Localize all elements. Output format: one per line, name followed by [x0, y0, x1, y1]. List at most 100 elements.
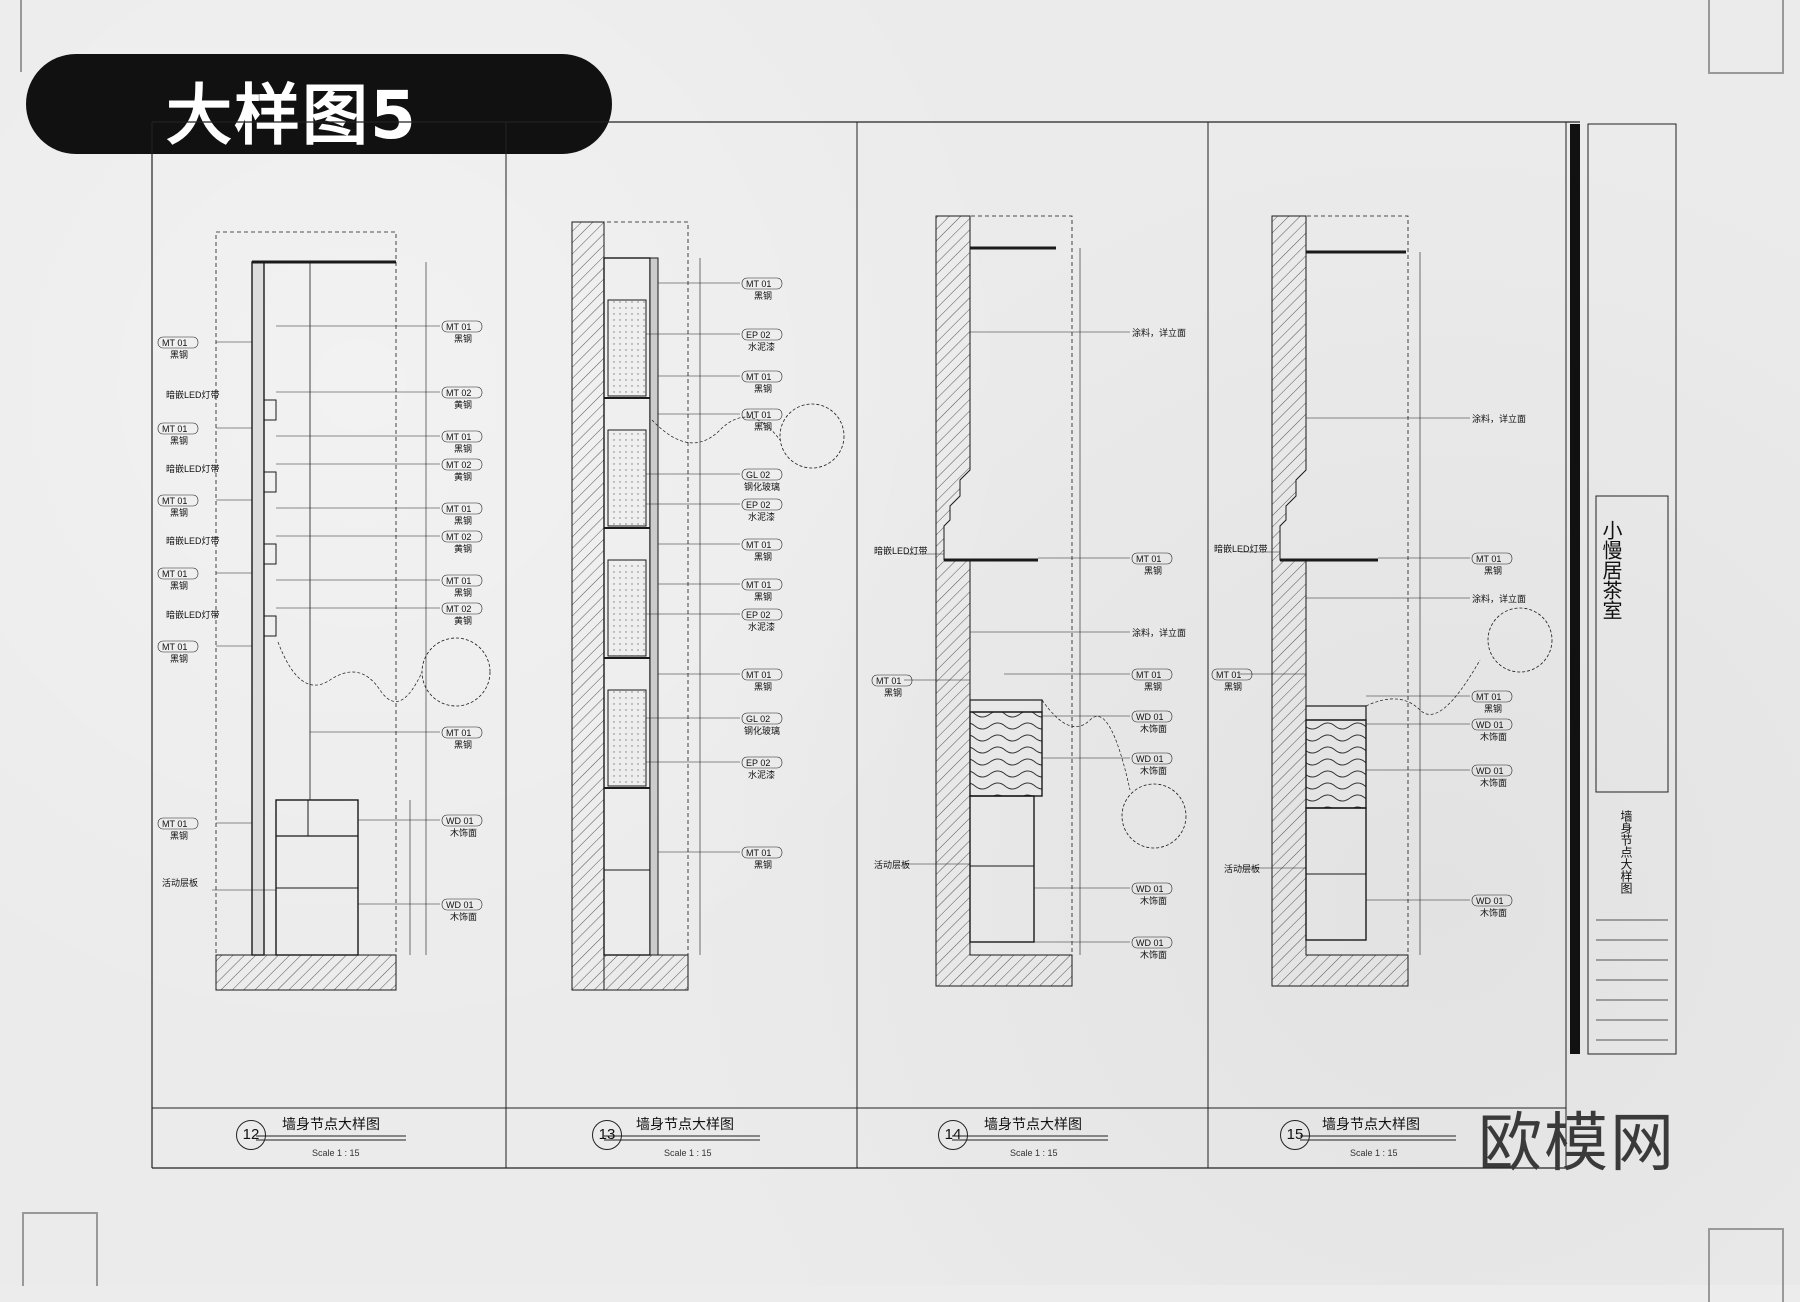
crop-mark-top-right [1708, 0, 1784, 74]
label-led-strip-1: 暗嵌LED灯带 [166, 389, 220, 400]
page-title: 大样图5 [166, 77, 418, 154]
svg-text:黑钢: 黑钢 [454, 515, 472, 526]
svg-text:黑钢: 黑钢 [170, 830, 188, 841]
svg-text:EP 02: EP 02 [746, 610, 770, 620]
label-led-strip-3: 暗嵌LED灯带 [166, 535, 220, 546]
label-led-strip-d15: 暗嵌LED灯带 [1214, 543, 1268, 554]
crop-mark-bottom-left [22, 1212, 98, 1286]
svg-text:WD 01: WD 01 [446, 900, 474, 910]
svg-text:WD 01: WD 01 [1476, 896, 1504, 906]
detail-title-15: 墙身节点大样图 [1322, 1117, 1420, 1133]
svg-text:MT 01: MT 01 [746, 410, 771, 420]
crop-mark-top-left [20, 0, 22, 72]
label-led-strip-2: 暗嵌LED灯带 [166, 463, 220, 474]
svg-text:黑钢: 黑钢 [1484, 703, 1502, 714]
svg-text:MT 02: MT 02 [446, 460, 471, 470]
svg-text:MT 01: MT 01 [162, 569, 187, 579]
svg-text:黑钢: 黑钢 [754, 591, 772, 602]
svg-text:黄钢: 黄钢 [454, 399, 472, 410]
svg-text:木饰面: 木饰面 [1140, 723, 1167, 734]
detail-14-drawing [935, 215, 1187, 987]
svg-text:MT 01: MT 01 [446, 504, 471, 514]
svg-text:水泥漆: 水泥漆 [748, 341, 775, 352]
svg-text:黑钢: 黑钢 [884, 687, 902, 698]
detail-number-12: 12 [236, 1120, 266, 1150]
detail-13-drawing [571, 221, 845, 991]
svg-text:MT 01: MT 01 [876, 676, 901, 686]
svg-text:黑钢: 黑钢 [170, 435, 188, 446]
svg-text:EP 02: EP 02 [746, 758, 770, 768]
svg-text:MT 01: MT 01 [1476, 692, 1501, 702]
svg-text:木饰面: 木饰面 [450, 827, 477, 838]
svg-text:黑钢: 黑钢 [1224, 681, 1242, 692]
detail-15-drawing [1271, 215, 1553, 987]
svg-text:MT 01: MT 01 [746, 279, 771, 289]
svg-text:MT 02: MT 02 [446, 604, 471, 614]
svg-text:黑钢: 黑钢 [454, 443, 472, 454]
label-paint-d15-2: 涂料，详立面 [1472, 593, 1526, 604]
detail-scale-13: Scale 1 : 15 [664, 1148, 712, 1158]
label-paint-d15-1: 涂料，详立面 [1472, 413, 1526, 424]
svg-text:MT 01: MT 01 [1216, 670, 1241, 680]
svg-text:黑钢: 黑钢 [170, 653, 188, 664]
detail-title-14: 墙身节点大样图 [984, 1117, 1082, 1133]
title-block-project: 小慢居茶室 [1599, 520, 1623, 620]
sheet-frame [151, 121, 1677, 1169]
svg-text:EP 02: EP 02 [746, 330, 770, 340]
svg-text:黄钢: 黄钢 [454, 471, 472, 482]
svg-text:WD 01: WD 01 [1476, 766, 1504, 776]
svg-text:木饰面: 木饰面 [1480, 777, 1507, 788]
svg-text:黑钢: 黑钢 [170, 580, 188, 591]
svg-text:WD 01: WD 01 [446, 816, 474, 826]
svg-text:GL 02: GL 02 [746, 714, 770, 724]
svg-text:黑钢: 黑钢 [754, 383, 772, 394]
label-shelf-d15: 活动层板 [1224, 863, 1260, 874]
svg-text:黄钢: 黄钢 [454, 615, 472, 626]
svg-text:MT 01: MT 01 [162, 496, 187, 506]
detail-number-14: 14 [938, 1120, 968, 1150]
svg-text:WD 01: WD 01 [1136, 712, 1164, 722]
svg-text:木饰面: 木饰面 [1140, 895, 1167, 906]
svg-text:MT 01: MT 01 [746, 372, 771, 382]
svg-text:黑钢: 黑钢 [454, 587, 472, 598]
svg-text:木饰面: 木饰面 [450, 911, 477, 922]
svg-text:MT 01: MT 01 [162, 819, 187, 829]
svg-text:黑钢: 黑钢 [1144, 681, 1162, 692]
svg-text:水泥漆: 水泥漆 [748, 769, 775, 780]
label-paint-2: 涂料，详立面 [1132, 627, 1186, 638]
svg-text:MT 01: MT 01 [746, 670, 771, 680]
svg-text:MT 01: MT 01 [1136, 554, 1161, 564]
watermark-logo: 欧模网 [1478, 1107, 1676, 1181]
svg-text:黑钢: 黑钢 [754, 681, 772, 692]
svg-text:MT 01: MT 01 [446, 432, 471, 442]
svg-text:MT 01: MT 01 [746, 540, 771, 550]
